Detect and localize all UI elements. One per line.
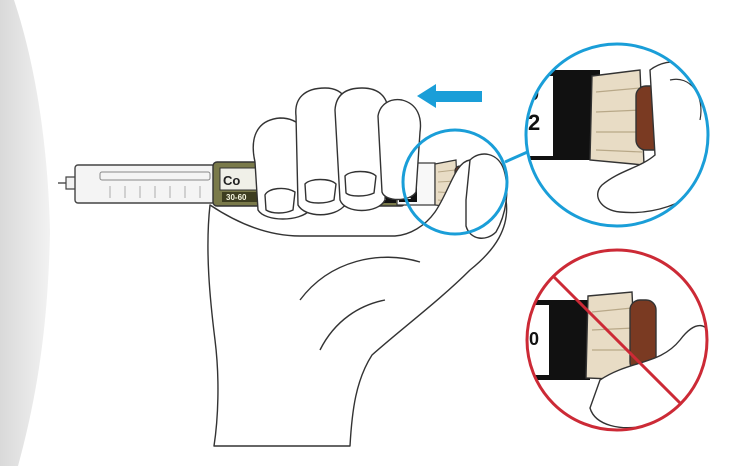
pen-cartridge-holder [74, 164, 216, 204]
hand [207, 87, 508, 447]
magnifier-circle-icon: 0 2 [524, 42, 710, 228]
magnified-number: 2 [528, 110, 540, 135]
magnifier-focus-ring [401, 128, 509, 236]
prohibited-icon: 0 [525, 248, 709, 432]
pen-brand-label: Co [223, 173, 240, 188]
magnified-number: 0 [529, 329, 539, 349]
skin-surface [0, 0, 50, 466]
pen-dose-range-label: 30-60 [226, 193, 247, 202]
arrow-left-icon [417, 84, 482, 108]
